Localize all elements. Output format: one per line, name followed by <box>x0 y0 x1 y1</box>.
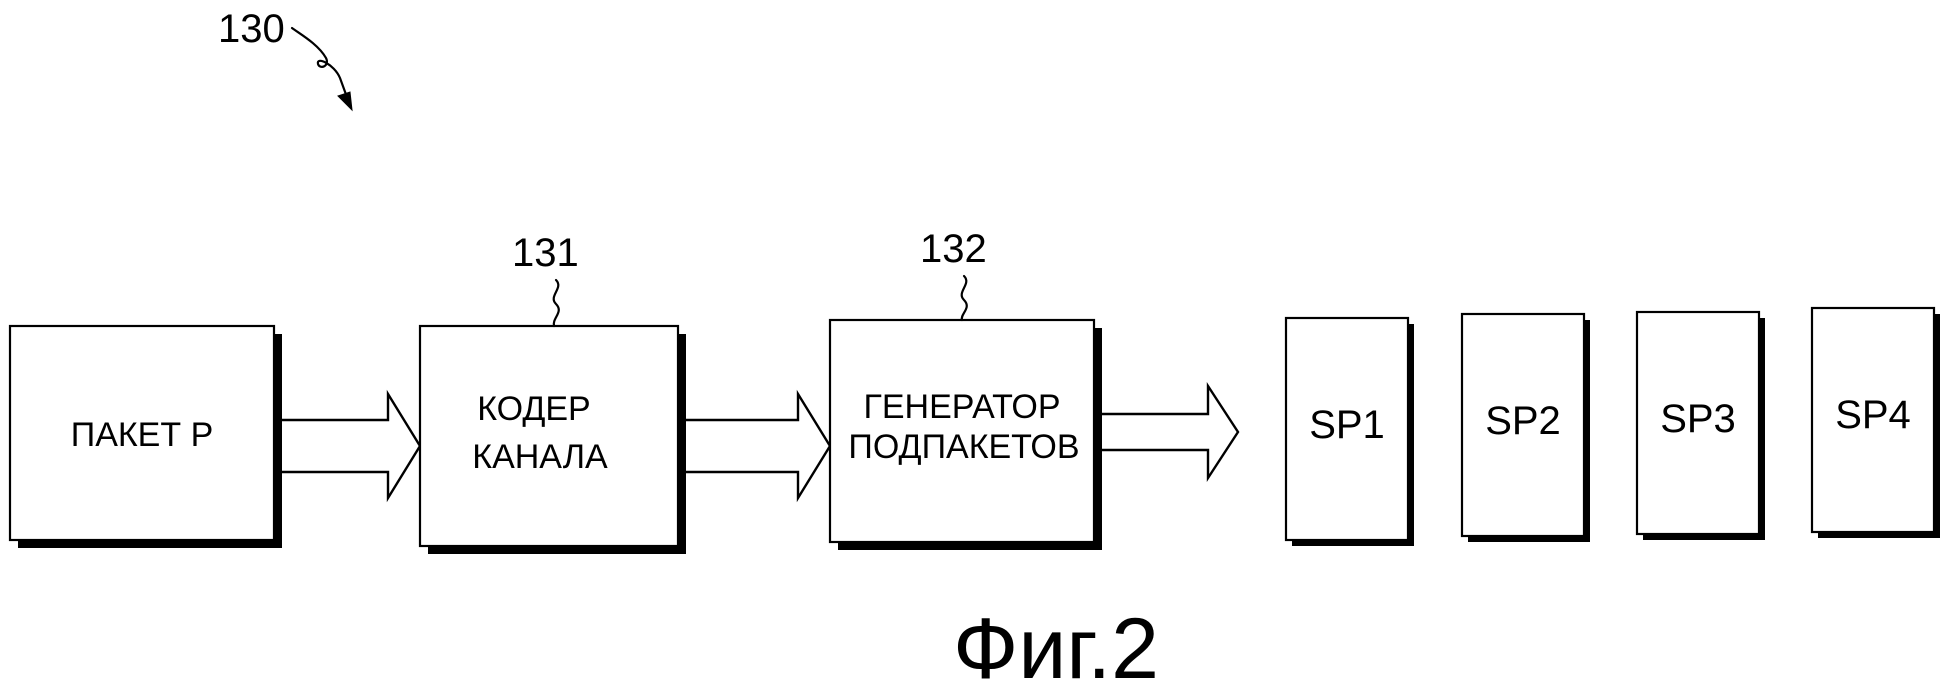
block-encoder-label-line1: КОДЕР <box>477 390 591 428</box>
subpacket-sp1-box <box>1284 316 1410 542</box>
ref-leader-132 <box>960 274 968 322</box>
subpacket-sp4: SP4 <box>1810 306 1940 538</box>
block-encoder-box <box>418 324 680 548</box>
block-packet-box <box>8 324 276 542</box>
block-packet-label: ПАКЕТ Р <box>71 416 214 454</box>
ref-leader-131 <box>552 278 560 328</box>
block-subpacket-generator: ГЕНЕРАТОР ПОДПАКЕТОВ <box>828 318 1102 550</box>
block-packet: ПАКЕТ Р <box>8 324 282 548</box>
subpacket-sp4-box <box>1810 306 1936 534</box>
subpacket-sp4-label: SP4 <box>1835 393 1911 437</box>
subpacket-sp1-label: SP1 <box>1309 403 1385 447</box>
subpacket-sp2-box <box>1460 312 1586 538</box>
ref-label-132: 132 <box>920 227 987 271</box>
subpacket-sp2: SP2 <box>1460 312 1590 542</box>
subpacket-sp3: SP3 <box>1635 310 1765 540</box>
block-generator-box <box>828 318 1096 544</box>
block-encoder-label-line2: КАНАЛА <box>472 438 608 476</box>
ref-label-131: 131 <box>512 231 579 275</box>
figure-caption: Фиг.2 <box>953 601 1159 690</box>
arrow-encoder-to-generator <box>686 389 832 503</box>
subpacket-sp3-box <box>1635 310 1761 536</box>
ref-leader-130 <box>290 26 350 102</box>
subpacket-sp2-label: SP2 <box>1485 399 1561 443</box>
subpacket-sp1: SP1 <box>1284 316 1414 546</box>
block-generator-label-line1: ГЕНЕРАТОР <box>863 388 1060 426</box>
subpacket-sp3-label: SP3 <box>1660 397 1736 441</box>
arrow-packet-to-encoder <box>282 389 422 503</box>
arrow-generator-to-subpackets <box>1102 381 1240 483</box>
ref-arrowhead-130 <box>337 91 353 112</box>
block-channel-encoder: КОДЕР КАНАЛА <box>418 324 686 554</box>
ref-label-130: 130 <box>218 7 285 51</box>
block-generator-label-line2: ПОДПАКЕТОВ <box>848 428 1079 466</box>
